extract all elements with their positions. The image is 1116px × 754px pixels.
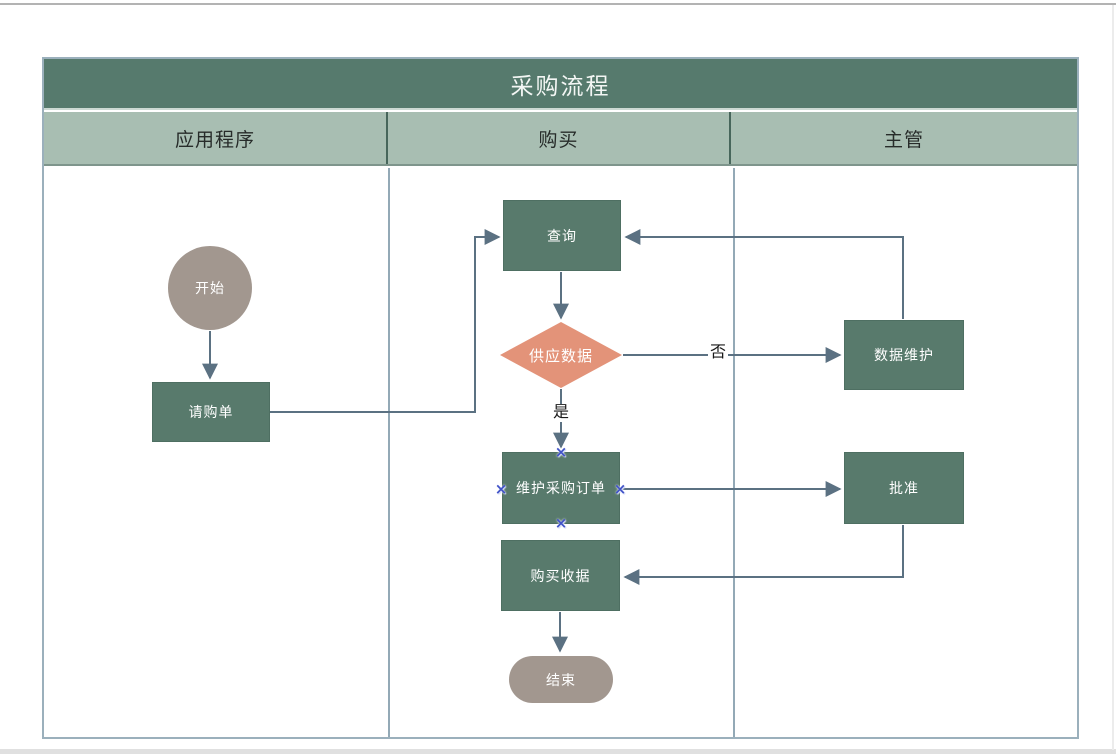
- node-data-maintenance[interactable]: 数据维护: [844, 320, 964, 390]
- node-label: 请购单: [188, 406, 234, 421]
- lane-header-purchase[interactable]: 购买: [388, 112, 731, 164]
- node-label: 查询: [547, 229, 577, 245]
- node-label: 开始: [195, 282, 225, 297]
- node-maintain-purchase-order[interactable]: 维护采购订单: [502, 452, 620, 524]
- node-approve[interactable]: 批准: [844, 452, 964, 524]
- lane-header-row: 应用程序 购买 主管: [44, 112, 1077, 166]
- diagram-title: 采购流程: [510, 73, 611, 99]
- diagram-title-bar[interactable]: 采购流程: [44, 59, 1077, 110]
- lane-header-supervisor[interactable]: 主管: [731, 112, 1077, 164]
- node-query[interactable]: 查询: [503, 200, 621, 271]
- node-label: 批准: [889, 482, 919, 497]
- lane-divider-1: [388, 168, 390, 737]
- node-label: 供应数据: [528, 348, 593, 365]
- node-label: 维护采购订单: [516, 482, 606, 497]
- page-bottom-shadow: [0, 749, 1116, 754]
- connection-point-marker-icon[interactable]: ×: [554, 443, 568, 461]
- lane-header-label: 购买: [538, 129, 579, 151]
- node-purchase-receipt[interactable]: 购买收据: [501, 540, 620, 611]
- lane-divider-2: [733, 168, 735, 737]
- lane-header-label: 应用程序: [174, 129, 255, 151]
- node-start[interactable]: 开始: [168, 246, 252, 330]
- page-right-shadow: [1112, 5, 1114, 750]
- swimlane-table: 采购流程 应用程序 购买 主管: [42, 57, 1079, 739]
- node-label: 数据维护: [874, 349, 934, 364]
- node-label: 购买收据: [530, 569, 591, 585]
- connection-point-marker-icon[interactable]: ×: [494, 480, 508, 498]
- edge-label-yes[interactable]: 是: [551, 404, 572, 422]
- lane-header-label: 主管: [883, 129, 924, 151]
- node-end[interactable]: 结束: [509, 656, 613, 703]
- connection-point-marker-icon[interactable]: ×: [613, 480, 627, 498]
- lane-header-application[interactable]: 应用程序: [44, 112, 388, 164]
- node-label: 结束: [546, 673, 576, 689]
- window-top-edge: [0, 3, 1116, 5]
- connection-point-marker-icon[interactable]: ×: [554, 514, 568, 532]
- node-purchase-requisition[interactable]: 请购单: [152, 382, 270, 442]
- edge-label-no[interactable]: 否: [708, 344, 729, 362]
